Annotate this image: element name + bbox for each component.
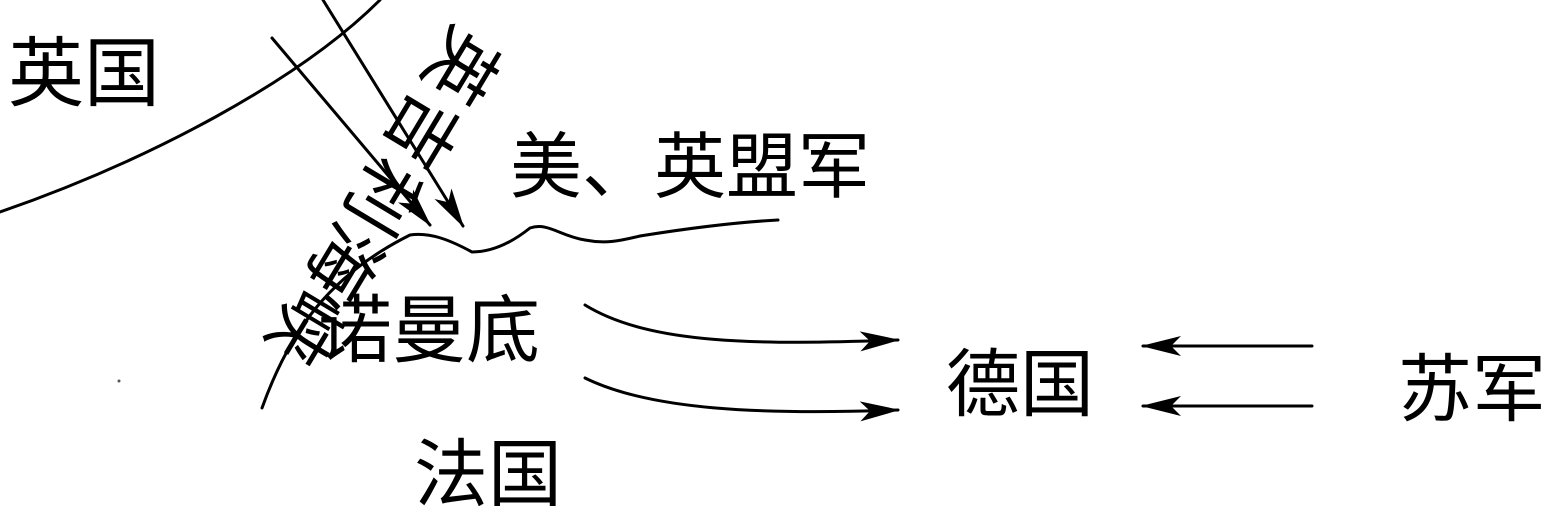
label-france: 法国: [414, 432, 562, 506]
landing-arrow-1: [270, 36, 432, 227]
france-coastline: [260, 218, 780, 410]
stray-dot: [117, 379, 121, 383]
label-uk: 英国: [8, 29, 160, 118]
label-soviet: 苏军: [1398, 347, 1546, 433]
label-normandy: 诺曼底: [318, 288, 540, 374]
label-allies: 美、英盟军: [510, 125, 870, 209]
allied-advance-arrow-1: [583, 303, 900, 352]
allied-advance-arrow-2: [583, 376, 900, 422]
landing-arrow-2: [321, 0, 465, 228]
label-germany: 德国: [946, 342, 1094, 428]
